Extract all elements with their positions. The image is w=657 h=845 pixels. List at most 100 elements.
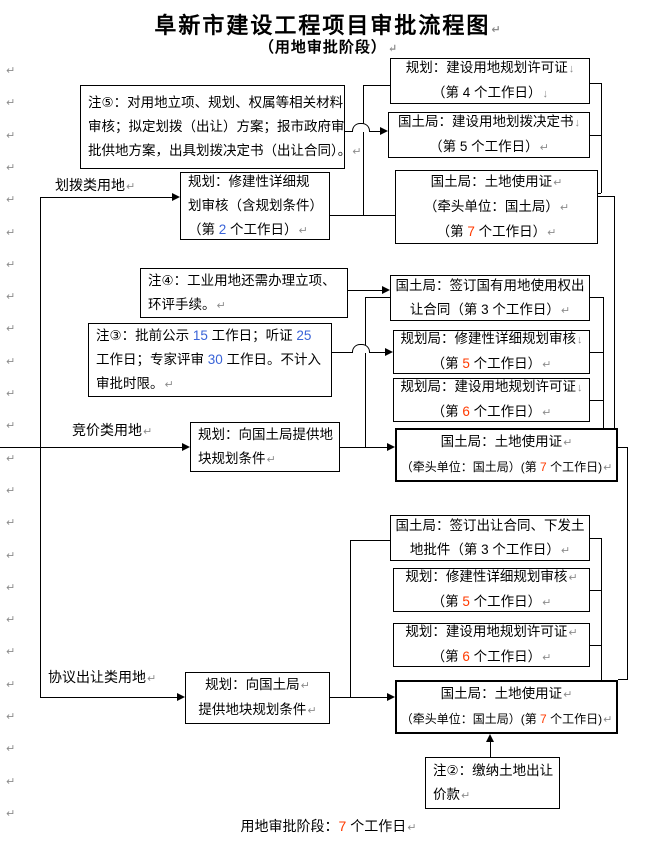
provide-plot-conditions-agreement-box: 规划：向国土局↵提供地块规划条件↵: [185, 672, 330, 724]
paragraph-mark: ↵: [6, 484, 16, 497]
connector-b2-stub: [590, 135, 601, 136]
paragraph-mark: ↵: [6, 65, 16, 77]
text-segment: 让合同（第 3 个工作日）: [409, 301, 560, 317]
box-line: 环评手续。↵: [148, 293, 226, 318]
text-segment: 个工作日）: [469, 356, 542, 371]
paragraph-mark: ↵: [6, 388, 16, 400]
editing-mark: ↵: [542, 407, 552, 419]
editing-mark: ↵: [266, 453, 276, 466]
planning-land-permit-day4-box: 规划：建设用地规划许可证↓（第 4 个工作日）↓: [390, 58, 590, 104]
text-segment: （第: [188, 221, 219, 237]
paragraph-mark: ↵: [6, 807, 16, 820]
box-line: 地批件（第 3 个工作日）↵: [410, 538, 570, 563]
editing-mark: ↓: [574, 117, 581, 129]
text-segment: 个工作日）: [474, 223, 547, 239]
paragraph-mark: ↵: [6, 452, 16, 465]
text-segment: （用地审批阶段）: [258, 38, 387, 56]
connector-top-branch-vertical: [363, 85, 364, 215]
box-line: 国土局：土地使用证↵: [431, 170, 563, 195]
text-segment: 15: [192, 327, 208, 343]
editing-mark: ↵: [568, 627, 578, 639]
land-use-certificate-top-box: 国土局：土地使用证↵（牵头单位：国土局）↵（第 7 个工作日）↵: [395, 170, 598, 244]
connector-bidding-to-certificate: [340, 447, 387, 448]
editing-mark: ↵: [603, 462, 613, 474]
editing-mark: ↵: [553, 176, 563, 189]
box-line: 注⑤：对用地立项、规划、权属等相关材料: [88, 91, 343, 115]
line-jump-top: [352, 123, 370, 132]
line-jump-mid: [352, 344, 370, 353]
box-line: （第 5 个工作日）↵: [432, 352, 552, 377]
connector-note2-vertical: [490, 742, 491, 757]
editing-mark: ↵: [461, 789, 471, 802]
connector-mid-to-low-vertical: [627, 447, 628, 680]
text-segment: （第: [431, 594, 463, 609]
box-line: 国土局：签订国有用地使用权出: [396, 274, 585, 298]
text-segment: 国土局：土地使用证: [440, 686, 563, 701]
paragraph-mark: ↵: [6, 323, 16, 336]
paragraph-mark: ↵: [6, 420, 16, 433]
arrowhead-note5: [380, 127, 388, 135]
box-line: （牵头单位：国土局）↵: [424, 195, 569, 220]
text-segment: 规划局：修建性详细规划审核: [400, 331, 577, 346]
text-segment: 个工作日: [346, 818, 407, 834]
land-permit-day6-low-box: 规划：建设用地规划许可证↵（第 6 个工作日）↵: [393, 623, 590, 667]
box-line: 国土局：土地使用证↵: [441, 682, 573, 707]
box-line: 国土局：签订出让合同、下发土: [396, 514, 585, 538]
box-line: （第 5 个工作日）↵: [432, 590, 552, 615]
connector-low-branch-vertical: [350, 540, 351, 697]
land-permit-day6-mid-box: 规划局：建设用地规划许可证↓（第 6 个工作日）↵: [393, 378, 590, 422]
box-line: 规划：修建性详细规划审核↵: [405, 565, 577, 590]
arrowhead-agreement: [177, 693, 185, 701]
arrowhead-note2-up: [486, 734, 494, 742]
box-line: （牵头单位：国土局）(第 7 个工作日)↵: [401, 455, 613, 480]
connector-top-to-mid-vertical: [614, 196, 615, 428]
text-segment: 国土局：签订国有用地使用权出: [395, 277, 585, 293]
connector-low-right-bracket: [601, 538, 602, 680]
box-line: 规划：向国土局提供地: [198, 423, 333, 447]
box-line: 国土局：建设用地划拨决定书↓: [398, 110, 580, 135]
note-2-box: 注②：缴纳土地出让价款↵: [425, 757, 560, 809]
text-segment: 阜新市建设工程项目审批流程图: [154, 13, 491, 38]
paragraph-mark: ↵: [6, 97, 16, 110]
connector-huabo-to-certificate: [330, 215, 395, 216]
box-line: （第 6 个工作日）↵: [432, 400, 552, 425]
editing-mark: ↵: [307, 705, 317, 717]
text-segment: 块规划条件: [198, 450, 266, 466]
paragraph-mark: ↵: [6, 129, 16, 142]
text-segment: （第: [436, 223, 468, 239]
note-4-box: 注④：工业用地还需办理立项、环评手续。↵: [140, 268, 348, 318]
box-line: 规划：建设用地规划许可证↓: [406, 56, 575, 81]
text-segment: 7: [540, 460, 547, 474]
box-line: 价款↵: [433, 783, 470, 808]
box-line: 注②：缴纳土地出让: [433, 759, 553, 783]
paragraph-mark: ↵: [6, 226, 16, 239]
editing-mark: ↵: [387, 42, 399, 55]
editing-mark: ↵: [539, 142, 549, 154]
note-5-box: 注⑤：对用地立项、规划、权属等相关材料审核；拟定划拨（出让）方案；报市政府审批供…: [80, 85, 361, 169]
connector-low-to-contract: [350, 540, 390, 541]
paragraph-mark: ↵: [6, 678, 16, 691]
box-line: 规划：向国土局↵: [205, 673, 310, 698]
box-line: 审批时限。↵: [96, 372, 174, 397]
box-line: 规划局：修建性详细规划审核↓: [401, 327, 583, 352]
box-line: 提供地块规划条件↵: [198, 698, 316, 723]
branch-label-allocation: 划拨类用地↵: [55, 175, 135, 195]
editing-mark: ↵: [407, 822, 417, 834]
connector-note5-seg2: [368, 131, 380, 132]
text-segment: 提供地块规划条件: [198, 702, 307, 717]
editing-mark: ↵: [542, 597, 552, 609]
connector-b1-stub: [590, 83, 601, 84]
paragraph-mark: ↵: [6, 355, 16, 368]
box-line: 规划：建设用地规划许可证↵: [405, 620, 577, 645]
connector-top-to-mid-stub: [598, 196, 614, 197]
editing-mark: ↓: [577, 334, 583, 346]
provide-plot-conditions-bidding-box: 规划：向国土局提供地块规划条件↵: [190, 422, 340, 472]
editing-mark: ↵: [560, 304, 571, 317]
text-segment: 规划：向国土局提供地: [198, 426, 333, 442]
editing-mark: ↓: [577, 382, 583, 394]
land-bureau-allocation-decision-day5-box: 国土局：建设用地划拨决定书↓（第 5 个工作日）↵: [388, 112, 590, 158]
box-line: （第 2 个工作日）↵: [188, 218, 308, 243]
box-line: 批供地方案，出具划拨决定书（出让合同）。↵: [88, 139, 361, 164]
editing-mark: ↵: [491, 24, 503, 36]
text-segment: 个工作日）: [469, 594, 542, 609]
